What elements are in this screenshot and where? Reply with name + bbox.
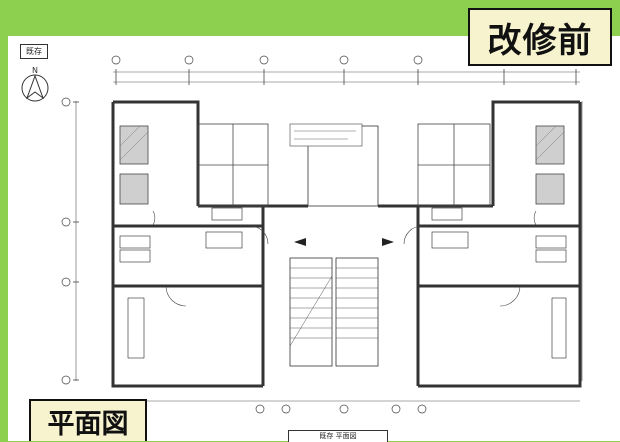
grid-bubble [184,55,194,65]
note-box [289,123,363,147]
entry-right [431,231,469,249]
arrow-left [294,238,306,246]
before-renovation-label: 改修前 [468,8,612,66]
grid-bubble [391,404,401,414]
floor-plan-svg [61,55,583,414]
floor-plan-drawing [8,36,620,441]
plan-title: 既存 平面図 [288,430,388,442]
grid-bubble [417,404,427,414]
fixture-right [551,297,567,359]
wall-left-outer [111,102,263,388]
wall-right-outer [418,102,582,388]
door-swing [165,285,187,307]
small-room [535,235,567,249]
existing-tag: 既存 [20,44,48,59]
floor-plan-label: 平面図 [29,399,147,441]
closet-left [211,207,243,221]
door-swing [249,225,269,245]
door-swing [403,225,423,245]
door-swing [533,210,537,226]
grid-bubble [339,55,349,65]
entry-left [205,231,243,249]
stair-left [289,257,333,367]
stair-right [335,257,379,367]
small-room [119,249,151,263]
grid-bubble [339,404,349,414]
storage-hatch-right-2 [535,173,565,205]
closet-right [431,207,463,221]
grid-bubble [255,404,265,414]
fixture-left [127,297,145,359]
wall-right-upper [491,100,580,206]
grid-bubble [413,55,423,65]
grid-bubble [259,55,269,65]
north-letter: N [32,66,38,75]
grid-bubble [111,55,121,65]
north-arrow-icon: N [21,66,49,102]
small-room [119,235,151,249]
door-swing [499,285,521,307]
grid-bubble [61,277,71,287]
grid-bubble [61,97,71,107]
arrow-right [382,238,394,246]
grid-bubble [61,375,71,385]
small-room [535,249,567,263]
storage-hatch-left-2 [119,173,149,205]
grid-bubble [61,217,71,227]
grid-bubble [281,404,291,414]
door-swing [152,210,156,226]
